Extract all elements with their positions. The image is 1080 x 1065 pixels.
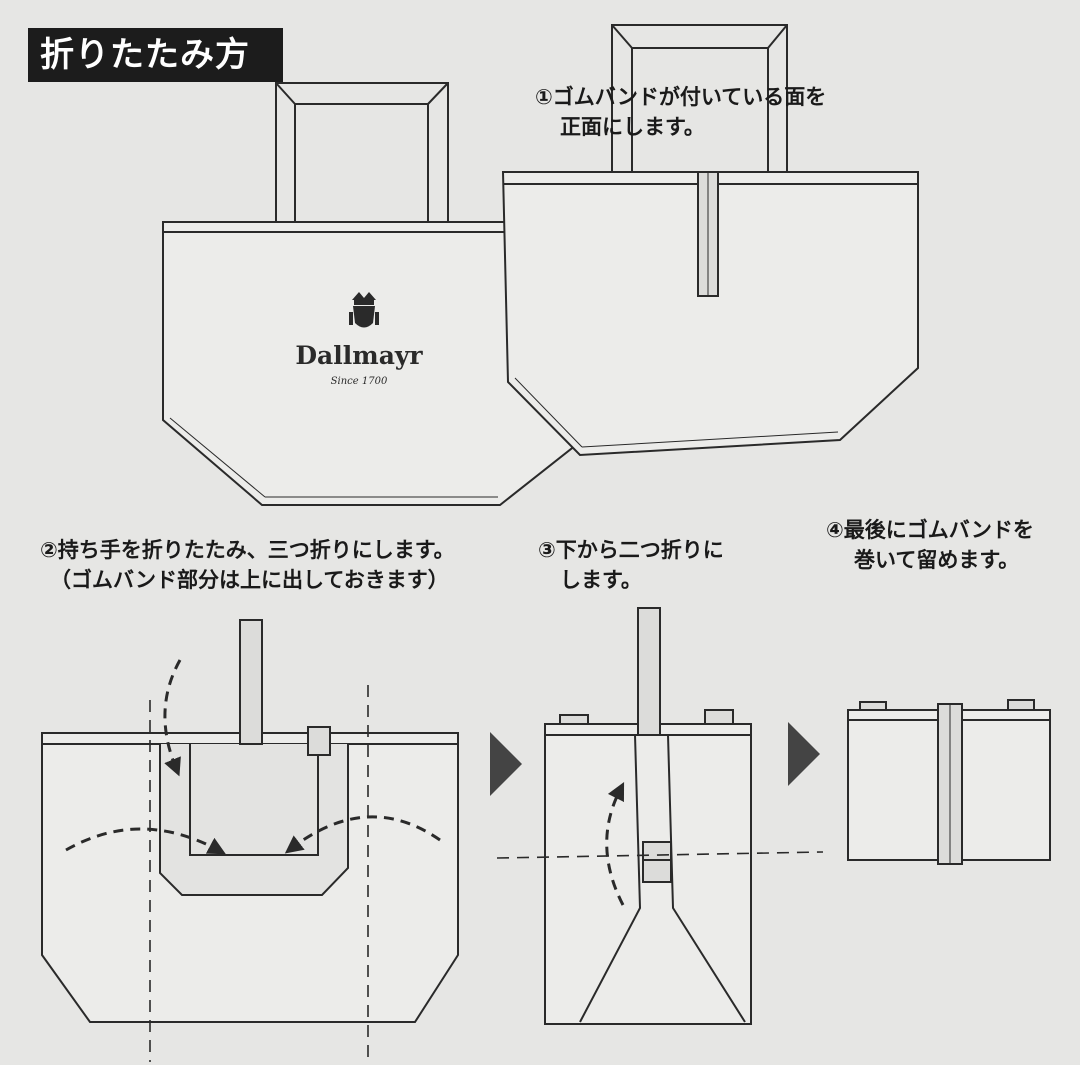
curved-arrow-icon	[65, 659, 441, 855]
fold-guides-step2	[149, 685, 369, 1062]
brand-name: Dallmayr	[295, 341, 423, 370]
bag-step2	[41, 619, 459, 1023]
step-1-line-2: 正面にします。	[560, 115, 705, 139]
brand-logo: Dallmayr Since 1700	[295, 292, 423, 387]
step-1-caption: ①ゴムバンドが付いている面を 正面にします。	[535, 82, 826, 142]
arrow-right-icon	[490, 732, 522, 796]
arrow-right-icon	[788, 722, 820, 786]
bag-front	[501, 24, 919, 457]
step-4-line-2: 巻いて留めます。	[854, 548, 1020, 572]
step-2-line-1: ②持ち手を折りたたみ、三つ折りにします。	[40, 538, 455, 562]
brand-tagline: Since 1700	[331, 376, 388, 387]
step-3-caption: ③下から二つ折りに します。	[538, 535, 724, 595]
step-4-line-1: ④最後にゴムバンドを	[826, 518, 1034, 542]
step-2-caption: ②持ち手を折りたたみ、三つ折りにします。 （ゴムバンド部分は上に出しておきます）	[40, 535, 455, 595]
step-3-line-2: します。	[560, 568, 642, 592]
step-2-line-2: （ゴムバンド部分は上に出しておきます）	[50, 568, 449, 592]
step-1-line-1: ①ゴムバンドが付いている面を	[535, 85, 827, 109]
bag-step3	[544, 607, 752, 1025]
bag-step4	[847, 699, 1051, 865]
step-3-line-1: ③下から二つ折りに	[538, 538, 724, 562]
step-4-caption: ④最後にゴムバンドを 巻いて留めます。	[826, 515, 1034, 575]
fold-guide-step3	[496, 851, 824, 859]
crest-icon	[349, 292, 379, 328]
curved-arrow-icon	[605, 781, 625, 906]
page-title: 折りたたみ方	[28, 28, 283, 82]
